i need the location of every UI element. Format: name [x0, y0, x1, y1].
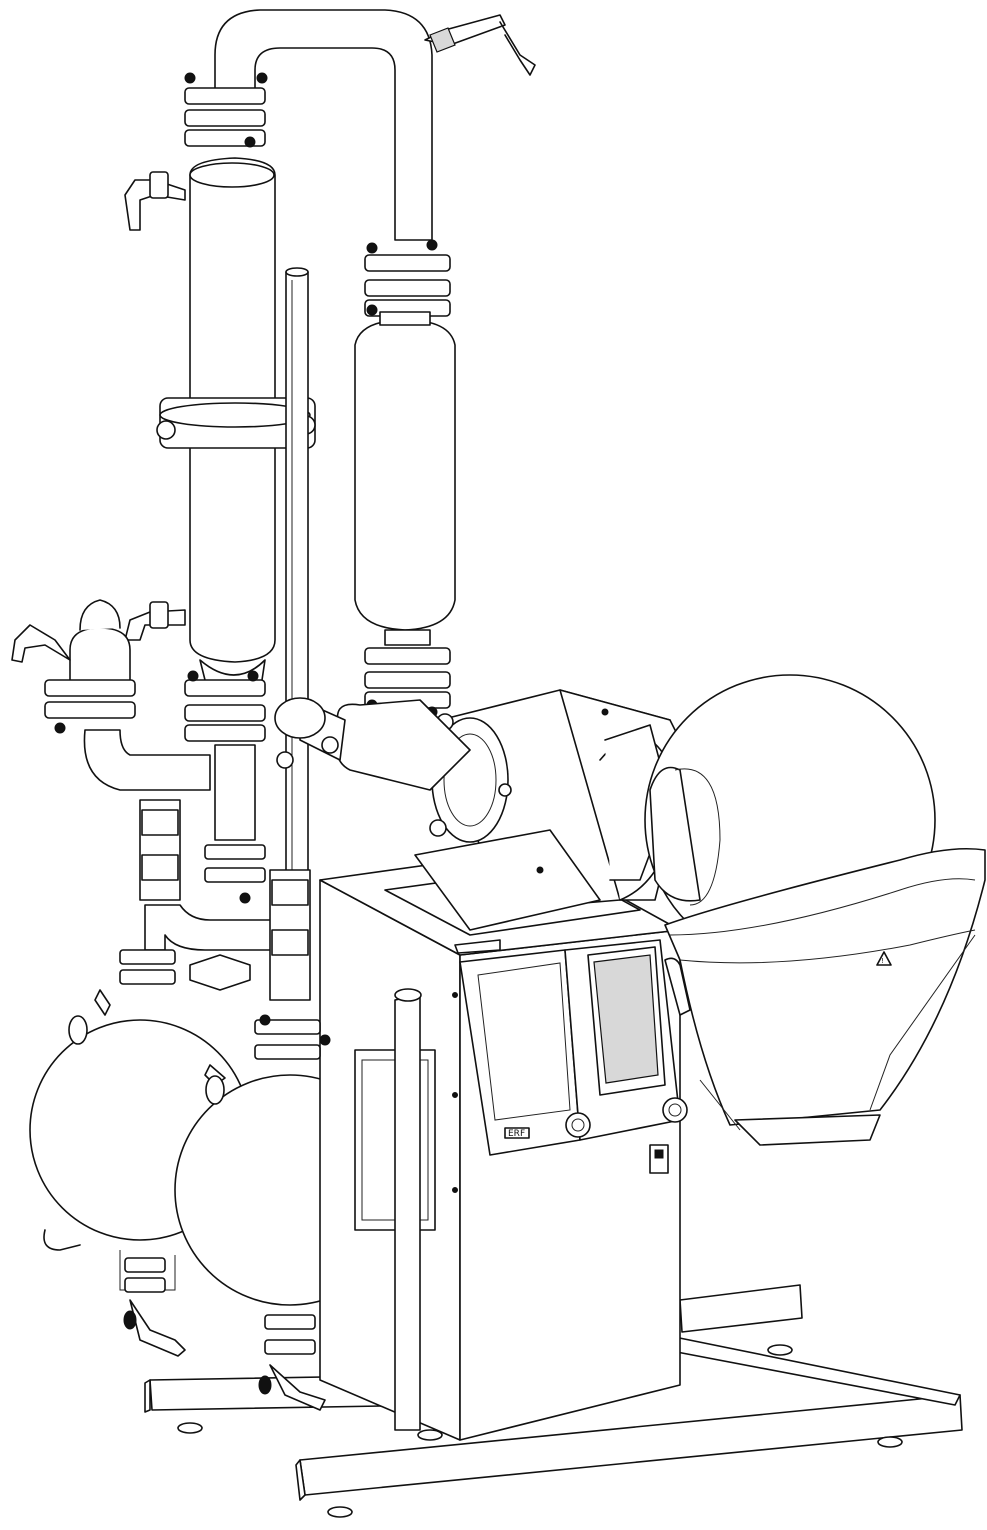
base-frame: [144, 1284, 963, 1518]
clamp-top-left: [184, 72, 268, 148]
heating-bath: !: [664, 848, 986, 1146]
secondary-condenser: [354, 311, 456, 718]
lower-connections: [184, 670, 266, 904]
svg-text:!: !: [881, 957, 884, 965]
left-separator: [11, 599, 211, 791]
hot-surface-warning-icon: [876, 951, 892, 966]
drive-unit: [414, 689, 691, 931]
control-panel: ERF: [459, 939, 688, 1174]
support-rods: [285, 267, 309, 881]
clamp-upper-right: [364, 239, 451, 317]
main-condenser: [124, 157, 316, 691]
vapor-tube: [274, 697, 471, 791]
panel-label: ERF: [508, 1129, 525, 1139]
flask-piping: [119, 799, 331, 1060]
